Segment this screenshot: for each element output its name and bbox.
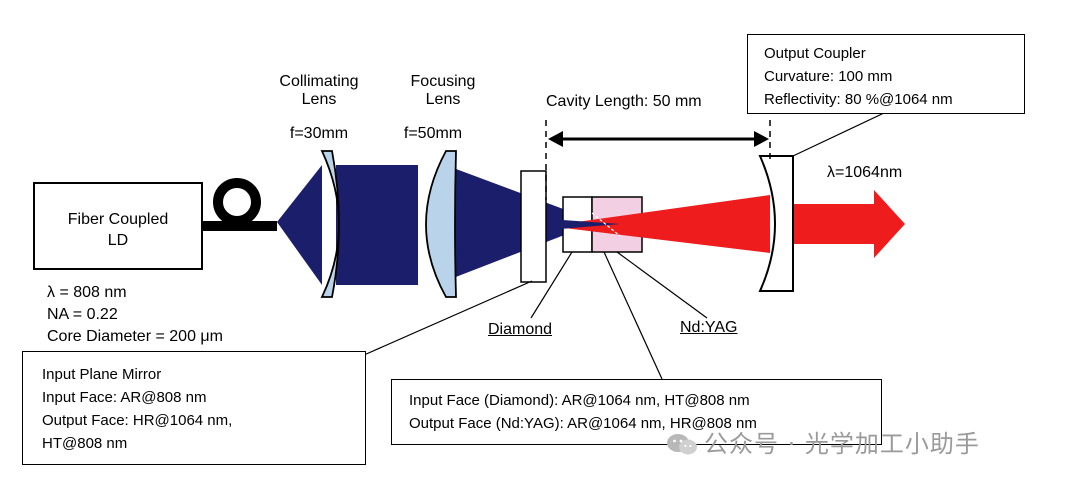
source-wavelength: λ = 808 nm [47, 284, 127, 301]
output-coupler-curvature: Curvature: 100 mm [764, 68, 893, 85]
output-coupler-reflectivity: Reflectivity: 80 %@1064 nm [764, 91, 953, 108]
source-na: NA = 0.22 [47, 306, 118, 323]
input-mirror-output-face: Output Face: HR@1064 nm, [42, 412, 233, 429]
cavity-length-label: Cavity Length: 50 mm [546, 93, 702, 110]
collimating-lens [320, 150, 340, 298]
fiber-loop [213, 178, 261, 226]
input-mirror-box [22, 351, 366, 465]
source-core-diameter: Core Diameter = 200 μm [47, 328, 223, 345]
output-coupler-box [747, 34, 1025, 114]
collimating-lens-label-line1: Collimating [279, 73, 359, 90]
focusing-lens-label-line1: Focusing [410, 73, 476, 90]
fiber-ld-label-line2: LD [107, 232, 129, 249]
diamond-leader [530, 251, 573, 319]
fiber-ld-box [33, 182, 203, 270]
crystal-faces-leader [603, 251, 663, 380]
crystal-output-face: Output Face (Nd:YAG): AR@1064 nm, HR@808… [409, 415, 757, 432]
focusing-lens [425, 150, 457, 298]
input-mirror-title: Input Plane Mirror [42, 366, 162, 383]
focusing-lens-label-line2: Lens [425, 91, 461, 108]
crystal-faces-box [391, 379, 882, 445]
watermark-label: 公众号 · 光学加工小助手 [704, 430, 980, 458]
diamond-label: Diamond [488, 321, 553, 338]
cavity-arrowhead-right [754, 131, 769, 147]
output-laser-arrow [785, 190, 905, 258]
output-coupler-mirror [758, 155, 794, 292]
crystal-interface-dashed [591, 212, 621, 237]
fiber-ld-label-line1: Fiber Coupled [67, 211, 169, 228]
pump-beam-collimated [336, 165, 418, 285]
collimating-lens-label-line2: Lens [301, 91, 337, 108]
focusing-lens-focal: f=50mm [403, 125, 463, 142]
collimating-lens-focal: f=30mm [289, 125, 349, 142]
input-mirror-input-face: Input Face: AR@808 nm [42, 389, 207, 406]
fiber-stub [199, 221, 277, 231]
watermark-icon [666, 432, 698, 456]
input-plane-mirror [520, 170, 547, 283]
output-coupler-leader [792, 112, 885, 157]
output-coupler-title: Output Coupler [764, 45, 866, 62]
watermark-text: 公众号 · 光学加工小助手 [666, 424, 980, 459]
pump-focus-spot [548, 219, 620, 230]
laser-beam-intracavity [548, 195, 770, 253]
input-mirror-output-face-cont: HT@808 nm [42, 435, 128, 452]
cavity-arrowhead-left [548, 131, 563, 147]
ndyag-leader [616, 251, 708, 319]
output-wavelength-label: λ=1064nm [827, 164, 903, 181]
pump-beam-cone [277, 165, 322, 285]
input-mirror-leader [363, 280, 533, 356]
ndyag-label: Nd:YAG [680, 319, 738, 336]
crystal-input-face: Input Face (Diamond): AR@1064 nm, HT@808… [409, 392, 750, 409]
